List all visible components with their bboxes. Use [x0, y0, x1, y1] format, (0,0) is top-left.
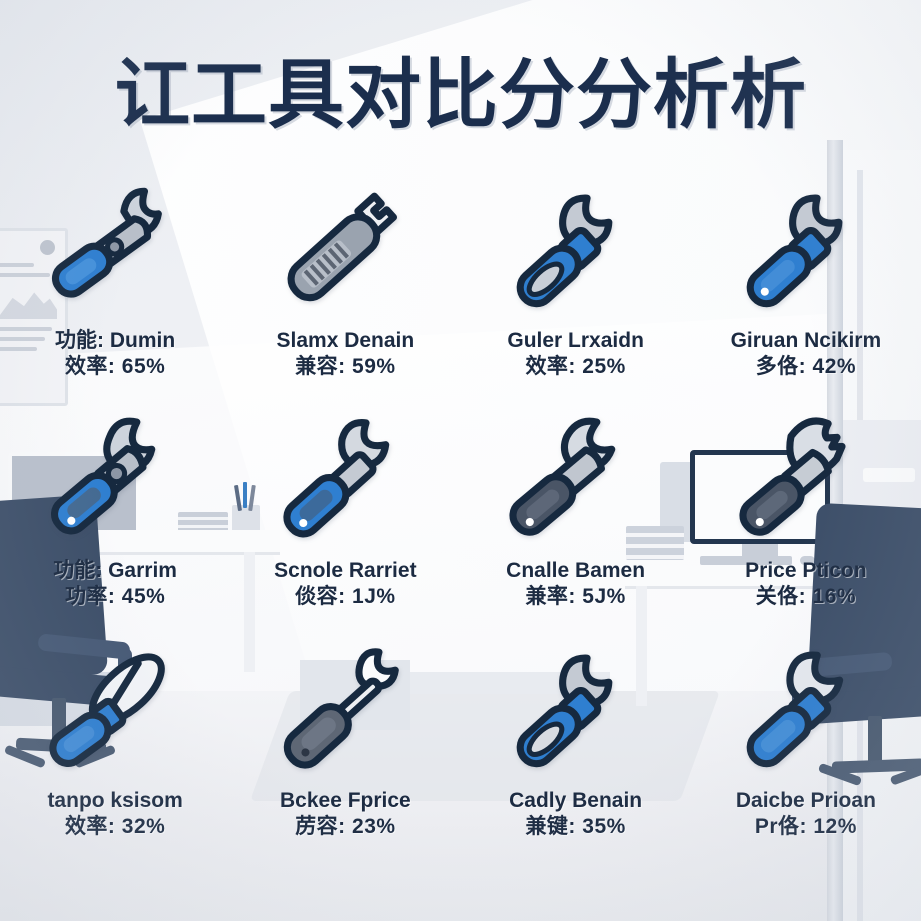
- monitor-right-stand: [742, 544, 778, 557]
- tool-caption: 功能: Garrim 功率: 45%: [53, 558, 177, 609]
- tool-name: 功能: Dumin: [55, 329, 176, 352]
- tool-metric: 效率: 25%: [525, 354, 626, 378]
- pipe-wrench-dark-handle-icon: [723, 414, 888, 556]
- tool-name: Cnalle Bamen: [506, 559, 646, 582]
- tool-card[interactable]: Price Pticon 关佫: 16%: [691, 408, 921, 638]
- tool-caption: tanpo ksisom 效率: 32%: [47, 788, 182, 839]
- tool-name: Scnole Rarriet: [274, 559, 417, 582]
- poster-dot-icon: [40, 240, 55, 255]
- tool-caption: Giruan Ncikirm 多佫: 42%: [731, 328, 882, 379]
- screwdriver-wrench-dark-handle-icon: [263, 644, 428, 786]
- tool-name: tanpo ksisom: [47, 789, 183, 812]
- books-stack-right: [626, 526, 684, 560]
- tool-name: Daicbe Prioan: [735, 789, 876, 812]
- tool-metric: 兼率: 5J%: [525, 584, 626, 608]
- tool-metric: 兼容: 59%: [295, 354, 396, 378]
- open-end-wrench-blue-handle-icon: [493, 184, 658, 326]
- tool-caption: Guler Lrxaidn 效率: 25%: [507, 328, 644, 379]
- tool-card[interactable]: Slamx Denain 兼容: 59%: [230, 178, 460, 408]
- tool-card[interactable]: tanpo ksisom 效率: 32%: [0, 638, 230, 868]
- tool-caption: Bckee Fprice 苈容: 23%: [280, 788, 411, 839]
- shelf-bar: [863, 468, 915, 482]
- adjustable-wrench-blue-handle-icon: [33, 184, 198, 326]
- ribbed-gray-wrench-icon: [263, 184, 428, 326]
- tool-caption: Price Pticon 关佫: 16%: [745, 558, 866, 609]
- tool-name: Slamx Denain: [276, 329, 415, 352]
- tool-card[interactable]: Bckee Fprice 苈容: 23%: [230, 638, 460, 868]
- adjustable-wrench-dark-handle-icon: [493, 414, 658, 556]
- tool-caption: Daicbe Prioan Pr佫: 12%: [736, 788, 876, 839]
- tool-comparison-grid: 功能: Dumin 效率: 65%: [0, 178, 921, 868]
- keyboard: [700, 556, 792, 565]
- tool-name: Guler Lrxaidn: [507, 329, 644, 352]
- tool-card[interactable]: Giruan Ncikirm 多佫: 42%: [691, 178, 921, 408]
- pencil: [243, 482, 247, 508]
- tool-name: 功能: Garrim: [53, 559, 177, 582]
- poster-text-line: [0, 327, 53, 331]
- tool-card[interactable]: 功能: Garrim 功率: 45%: [0, 408, 230, 638]
- poster-text-line: [0, 347, 37, 351]
- books-stack-left: [178, 512, 228, 534]
- tool-caption: Cadly Benain 兼键: 35%: [509, 788, 642, 839]
- tool-caption: Scnole Rarriet 倓容: 1J%: [274, 558, 416, 609]
- tool-metric: 效率: 32%: [64, 814, 166, 838]
- tool-card[interactable]: Guler Lrxaidn 效率: 25%: [461, 178, 691, 408]
- slim-wrench-blue-handle-icon: [263, 414, 428, 556]
- wall-poster: [0, 228, 68, 406]
- poster-text-line: [0, 263, 35, 267]
- tool-metric: 苈容: 23%: [295, 814, 396, 838]
- tool-name: Bckee Fprice: [280, 789, 411, 812]
- tool-caption: Cnalle Bamen 兼率: 5J%: [506, 558, 645, 609]
- poster-text-line: [0, 273, 50, 277]
- poster-text-line: [0, 337, 45, 341]
- desk-leg: [244, 552, 255, 672]
- page-title: 讧工具对比分分析析: [114, 53, 807, 138]
- tool-card[interactable]: Cadly Benain 兼键: 35%: [461, 638, 691, 868]
- desk-leg: [636, 586, 647, 706]
- tool-name: Cadly Benain: [509, 789, 643, 812]
- tool-card[interactable]: 功能: Dumin 效率: 65%: [0, 178, 230, 408]
- tool-metric: 效率: 65%: [64, 354, 166, 378]
- tool-card[interactable]: Daicbe Prioan Pr佫: 12%: [691, 638, 921, 868]
- tool-card[interactable]: Scnole Rarriet 倓容: 1J%: [230, 408, 460, 638]
- mouse: [800, 556, 815, 565]
- tool-caption: Slamx Denain 兼容: 59%: [277, 328, 415, 379]
- tool-name: Giruan Ncikirm: [730, 329, 882, 352]
- open-end-wrench-solid-blue-icon: [723, 184, 888, 326]
- open-end-wrench-blue-handle-icon: [493, 644, 658, 786]
- tool-metric: Pr佫: 12%: [754, 814, 857, 838]
- tool-card[interactable]: Cnalle Bamen 兼率: 5J%: [461, 408, 691, 638]
- tool-name: Price Pticon: [745, 559, 867, 582]
- tool-metric: 兼键: 35%: [525, 814, 626, 838]
- tool-metric: 关佫: 16%: [755, 584, 857, 608]
- tool-metric: 功率: 45%: [64, 584, 166, 608]
- tool-caption: 功能: Dumin 效率: 65%: [55, 328, 175, 379]
- pliers-blue-handle-icon: [33, 644, 198, 786]
- open-end-wrench-solid-blue-icon: [723, 644, 888, 786]
- tool-metric: 多佫: 42%: [755, 354, 857, 378]
- adjustable-wrench-blue-handle-icon: [33, 414, 198, 556]
- tool-metric: 倓容: 1J%: [295, 584, 396, 608]
